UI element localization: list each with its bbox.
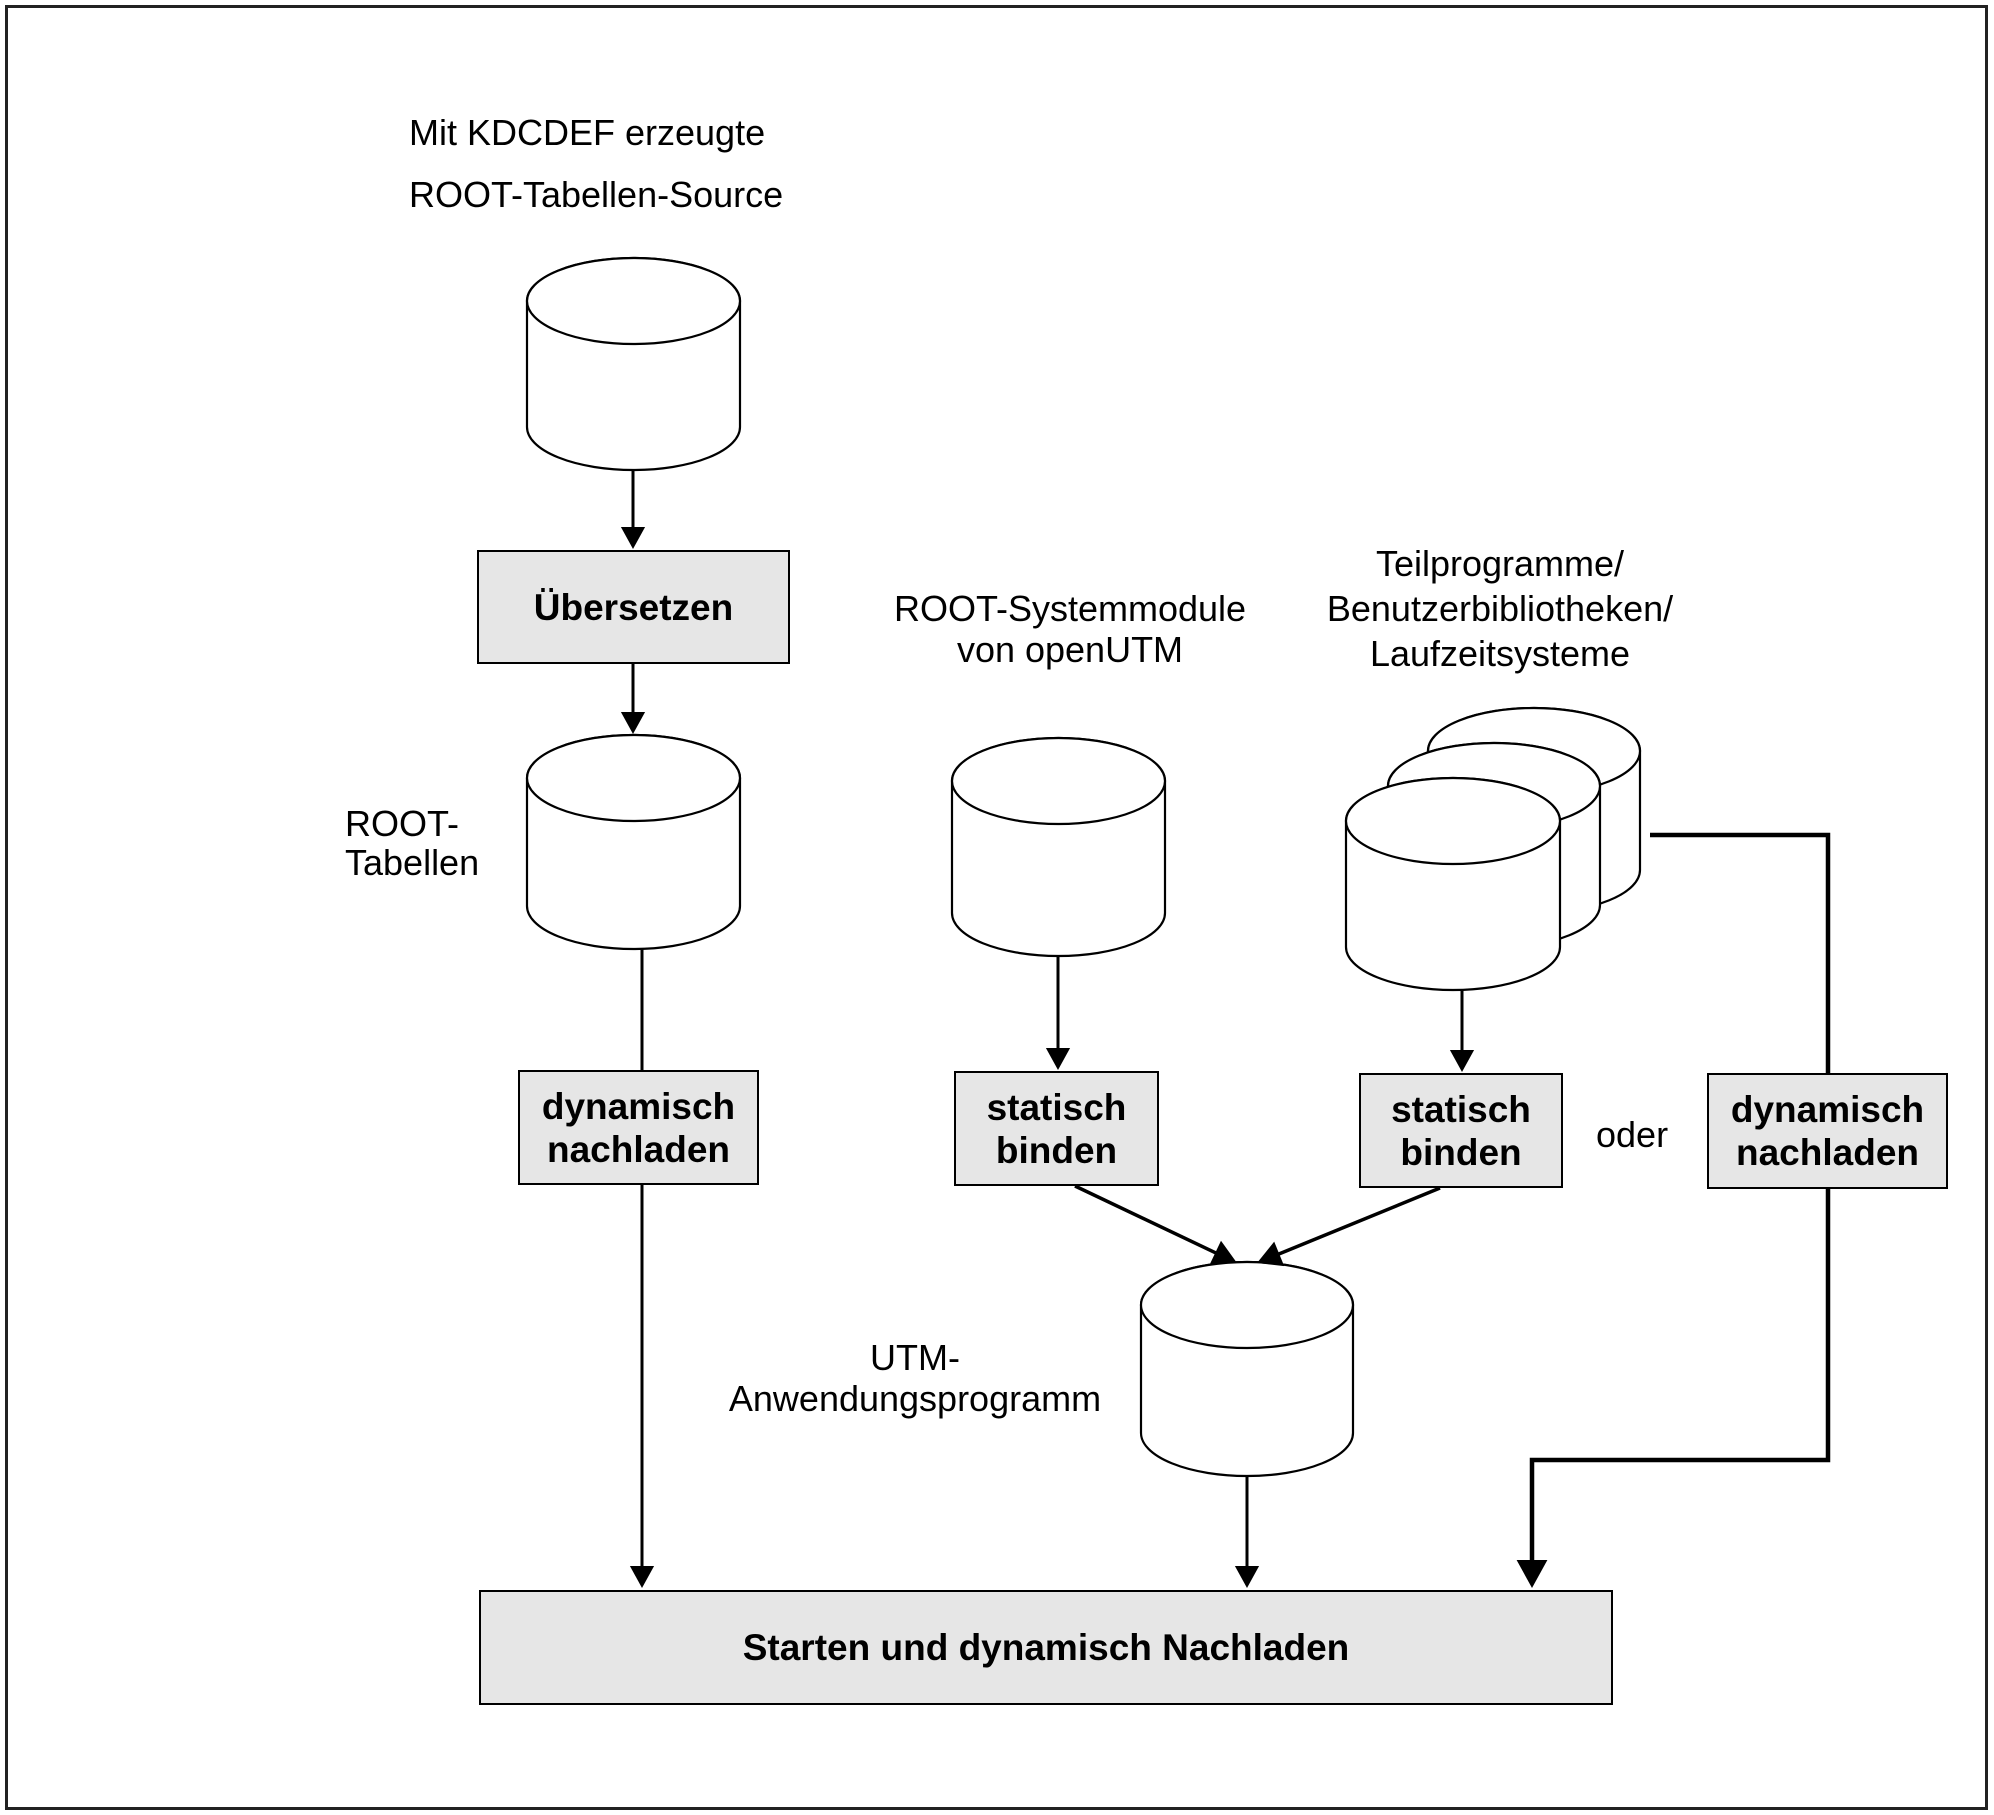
system-modules-label-line2: von openUTM xyxy=(956,629,1184,670)
system-modules-label-line1: ROOT-Systemmodule xyxy=(893,588,1247,629)
arrow-static-bind-middle-to-utm-head xyxy=(1209,1240,1237,1265)
arrow-static-bind-right-to-utm-line xyxy=(1276,1186,1441,1257)
root-tables-label-line1: ROOT- xyxy=(345,803,459,844)
start-box: Starten und dynamisch Nachladen xyxy=(479,1590,1613,1705)
utm-program-cylinder xyxy=(1139,1260,1355,1478)
root-tables-label-line2: Tabellen xyxy=(345,842,480,883)
static-bind-right-box: statisch binden xyxy=(1359,1073,1563,1188)
libraries-label-line2: Benutzerbibliotheken/ xyxy=(1326,588,1674,629)
utm-program-label-line2: Anwendungsprogramm xyxy=(728,1378,1102,1419)
dyn-load-left-line1: dynamisch xyxy=(541,1085,736,1127)
arrow-libraries-to-static-bind-head xyxy=(1449,1050,1475,1072)
static-bind-middle-line1: statisch xyxy=(986,1086,1127,1128)
arrow-static-bind-middle-to-utm-line xyxy=(1074,1184,1218,1256)
line-dyn-load-right-to-start xyxy=(1529,1189,1831,1560)
or-label: oder xyxy=(1596,1114,1669,1155)
arrow-static-bind-right-to-utm-head xyxy=(1257,1241,1285,1267)
system-modules-cylinder xyxy=(950,736,1167,958)
arrow-compile-to-root-tables-head xyxy=(620,712,646,734)
dyn-load-left-box: dynamisch nachladen xyxy=(518,1070,759,1185)
arrow-utm-to-start-head xyxy=(1234,1566,1260,1588)
source-label-line1: Mit KDCDEF erzeugte xyxy=(409,112,766,153)
compile-box: Übersetzen xyxy=(477,550,790,664)
arrow-source-to-compile-head xyxy=(620,527,646,549)
start-box-label: Starten und dynamisch Nachladen xyxy=(742,1627,1350,1668)
dyn-load-right-line2: nachladen xyxy=(1736,1132,1919,1173)
libraries-cylinder-front xyxy=(1344,776,1562,992)
static-bind-middle-line2: binden xyxy=(995,1129,1118,1171)
dyn-load-left-line2: nachladen xyxy=(547,1128,730,1170)
libraries-label-line1: Teilprogramme/ xyxy=(1375,543,1625,584)
static-bind-right-line1: statisch xyxy=(1391,1088,1531,1130)
source-cylinder xyxy=(525,256,742,472)
utm-program-label-line1: UTM- xyxy=(870,1337,960,1378)
arrow-dyn-load-left-to-start-head xyxy=(629,1566,655,1588)
dyn-load-right-box: dynamisch nachladen xyxy=(1707,1073,1948,1189)
arrow-dyn-load-right-to-start-head xyxy=(1516,1560,1548,1588)
arrow-system-modules-to-static-bind-head xyxy=(1045,1048,1071,1070)
static-bind-right-line2: binden xyxy=(1400,1131,1522,1173)
static-bind-middle-box: statisch binden xyxy=(954,1071,1159,1186)
compile-box-label: Übersetzen xyxy=(533,586,734,628)
line-libraries-to-dyn-load-right xyxy=(1650,832,1831,1073)
root-tables-cylinder xyxy=(525,733,742,951)
diagram-frame xyxy=(5,5,1988,1810)
source-label-line2: ROOT-Tabellen-Source xyxy=(409,174,784,215)
dyn-load-right-line1: dynamisch xyxy=(1730,1089,1925,1130)
libraries-label-line3: Laufzeitsysteme xyxy=(1369,633,1631,674)
